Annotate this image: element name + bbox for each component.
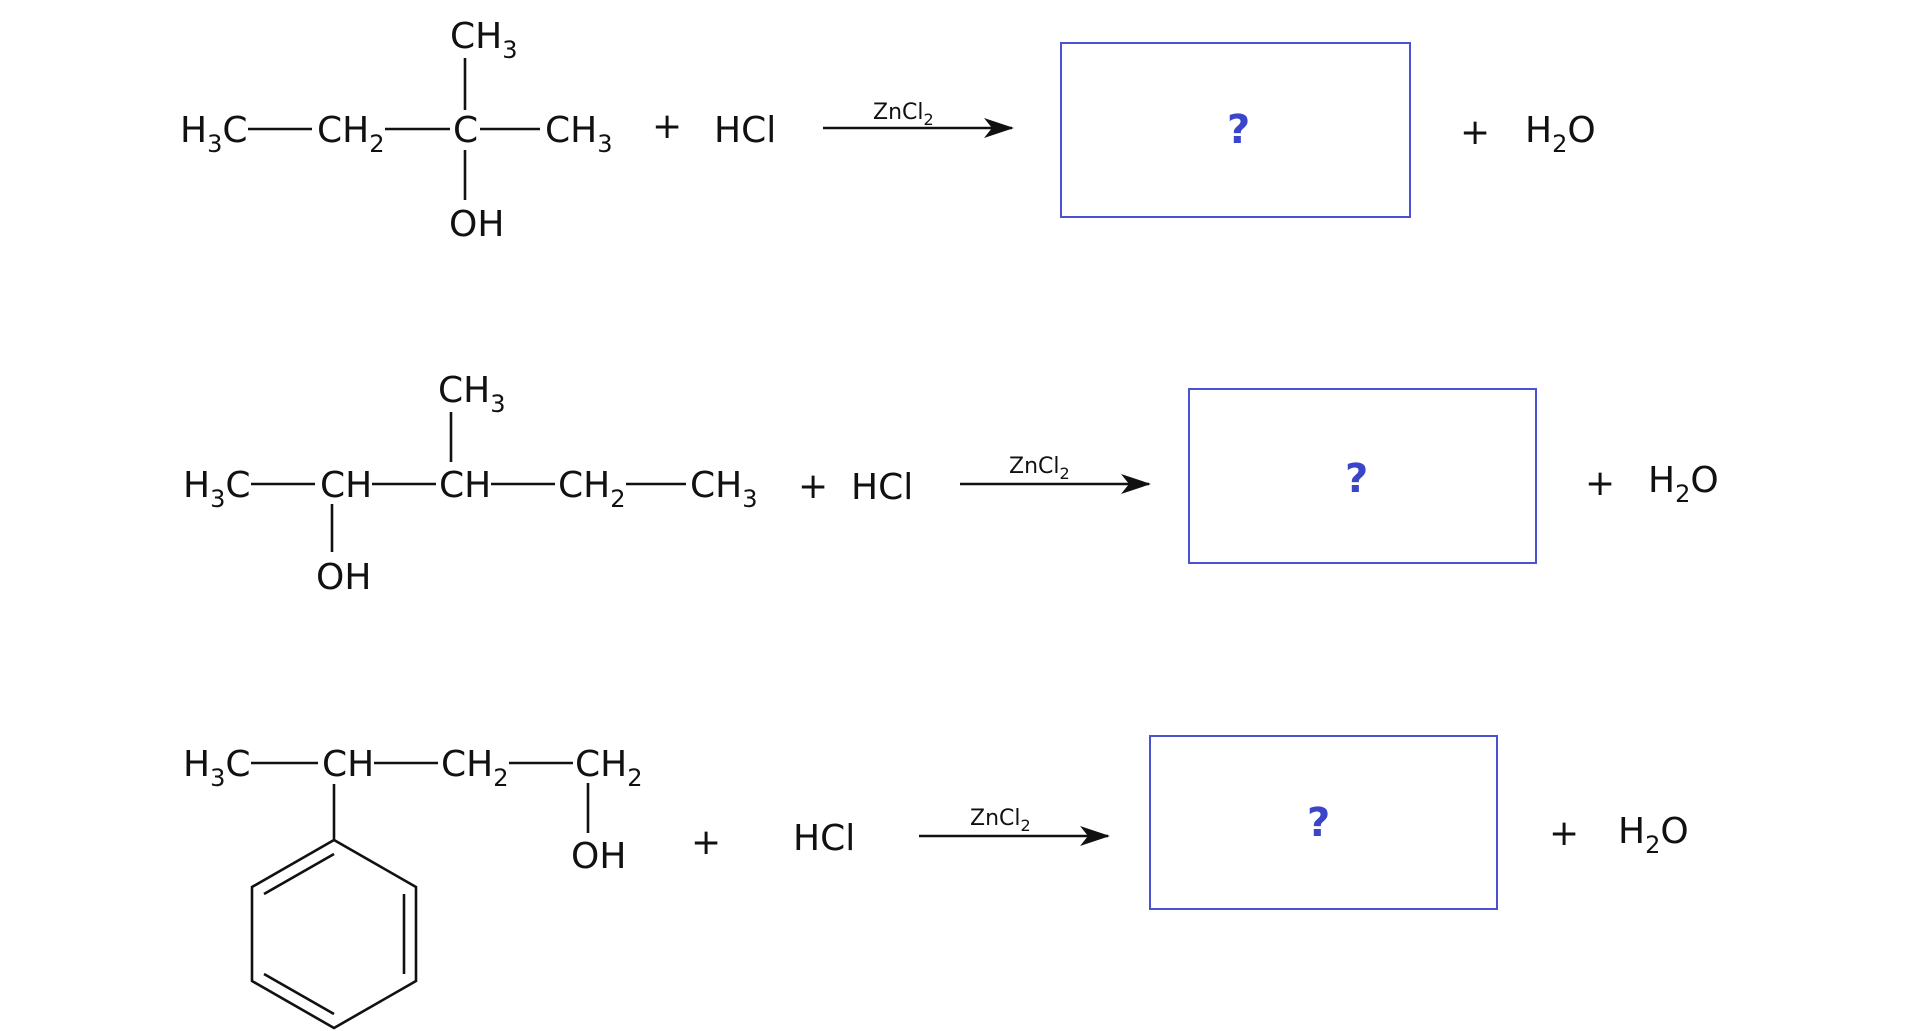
product-placeholder: ? bbox=[1227, 107, 1250, 153]
atom-group-ch3: CH3 bbox=[690, 465, 758, 513]
atom-group-ch: CH bbox=[322, 744, 374, 785]
plus-sign: + bbox=[798, 466, 828, 507]
atom-group-ch2: CH2 bbox=[317, 110, 385, 158]
byproduct-water: H2O bbox=[1525, 110, 1596, 158]
atom-group-ch2: CH2 bbox=[558, 465, 626, 513]
atom-group-h3c: H3C bbox=[180, 110, 248, 158]
atom-group-h3c: H3C bbox=[183, 744, 251, 792]
atom-group-h3c: H3C bbox=[183, 465, 251, 513]
product-placeholder: ? bbox=[1307, 800, 1330, 846]
benzene-ring bbox=[250, 784, 418, 1030]
byproduct-water: H2O bbox=[1618, 811, 1689, 859]
plus-sign: + bbox=[1549, 813, 1579, 854]
catalyst-label: ZnCl2 bbox=[873, 100, 934, 129]
hydroxyl-group: OH bbox=[449, 204, 504, 245]
reaction-3: H3C CH CH2 CH2 OH + HCl ZnCl2 ? + H2 bbox=[183, 735, 1689, 1030]
byproduct-water: H2O bbox=[1648, 460, 1719, 508]
double-bond bbox=[263, 972, 335, 1016]
product-answer-box[interactable] bbox=[1188, 388, 1537, 564]
reaction-2: H3C CH CH CH2 CH3 CH3 OH + HCl ZnCl2 ? +… bbox=[183, 370, 1719, 598]
reactant-1: H3C CH2 C CH3 CH3 OH bbox=[180, 16, 613, 245]
product-placeholder: ? bbox=[1345, 456, 1368, 502]
ring-bonds bbox=[250, 838, 418, 1030]
reagent-hcl: HCl bbox=[793, 818, 855, 859]
atom-group-ch2: CH2 bbox=[575, 744, 643, 792]
double-bond bbox=[263, 852, 335, 896]
reaction-1: H3C CH2 C CH3 CH3 OH + HCl ZnCl2 ? + H2O bbox=[180, 16, 1596, 245]
reactant-2: H3C CH CH CH2 CH3 CH3 OH bbox=[183, 370, 758, 598]
product-answer-box[interactable] bbox=[1149, 735, 1498, 910]
plus-sign: + bbox=[691, 822, 721, 863]
atom-group-ch3: CH3 bbox=[545, 110, 613, 158]
plus-sign: + bbox=[652, 106, 682, 147]
atom-group-ch2: CH2 bbox=[441, 744, 509, 792]
catalyst-label: ZnCl2 bbox=[1009, 454, 1070, 483]
substituent-ch3: CH3 bbox=[450, 16, 518, 64]
atom-group-ch: CH bbox=[320, 465, 372, 506]
hydroxyl-group: OH bbox=[316, 557, 371, 598]
reagent-hcl: HCl bbox=[714, 110, 776, 151]
product-answer-box[interactable] bbox=[1060, 42, 1411, 218]
reagent-hcl: HCl bbox=[851, 467, 913, 508]
substituent-ch3: CH3 bbox=[438, 370, 506, 418]
atom-group-ch: CH bbox=[439, 465, 491, 506]
hydroxyl-group: OH bbox=[571, 836, 626, 877]
plus-sign: + bbox=[1585, 463, 1615, 504]
atom-group-c: C bbox=[453, 110, 478, 151]
reactant-3: H3C CH CH2 CH2 OH bbox=[183, 744, 643, 1030]
plus-sign: + bbox=[1460, 112, 1490, 153]
catalyst-label: ZnCl2 bbox=[970, 806, 1031, 835]
